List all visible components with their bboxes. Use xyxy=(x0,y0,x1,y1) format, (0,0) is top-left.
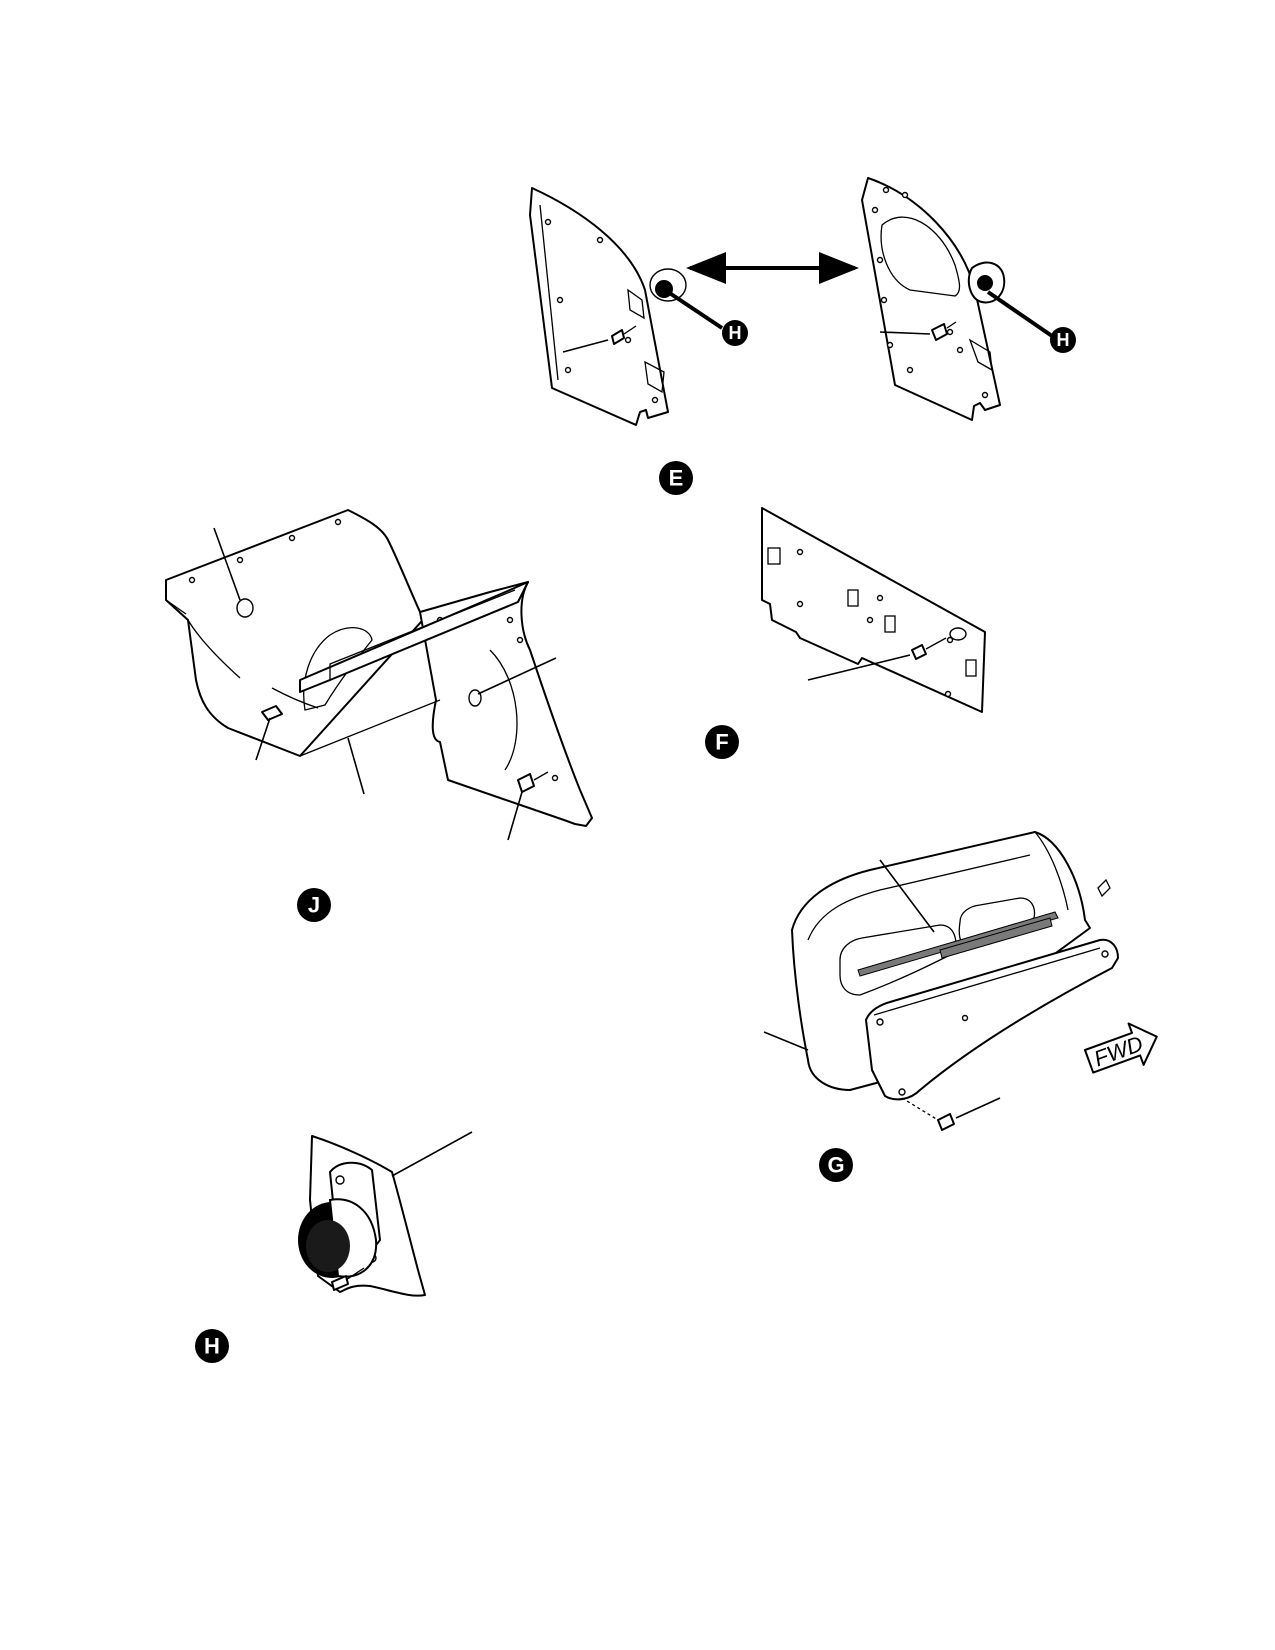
view-h-callout-label: H xyxy=(204,1334,220,1359)
view-e-right-h-ref xyxy=(1050,327,1076,353)
view-h-group: H xyxy=(195,1131,473,1363)
view-g-group: FWD G xyxy=(763,831,1158,1182)
view-j-callout xyxy=(297,888,331,922)
view-j-group: J xyxy=(165,509,593,922)
view-g-callout xyxy=(819,1148,853,1182)
view-e-right-h-ref-label: H xyxy=(1057,330,1070,350)
view-h-callout xyxy=(195,1329,229,1363)
view-e-callout xyxy=(659,461,693,495)
view-e-left-h-ref xyxy=(722,320,748,346)
fwd-label: FWD xyxy=(1091,1031,1147,1072)
view-e-left-panel xyxy=(529,187,687,426)
view-f-callout-label: F xyxy=(715,730,728,755)
fwd-arrow: FWD xyxy=(1084,1022,1158,1074)
view-e-callout-label: E xyxy=(669,466,684,491)
view-j-callout-label: J xyxy=(308,893,320,918)
view-g-callout-label: G xyxy=(827,1153,844,1178)
view-f-group: F xyxy=(705,507,986,759)
view-e-group: H H E xyxy=(529,177,1076,495)
view-f-callout xyxy=(705,725,739,759)
view-e-left-h-ref-label: H xyxy=(729,323,742,343)
view-e-right-panel xyxy=(861,177,1006,421)
